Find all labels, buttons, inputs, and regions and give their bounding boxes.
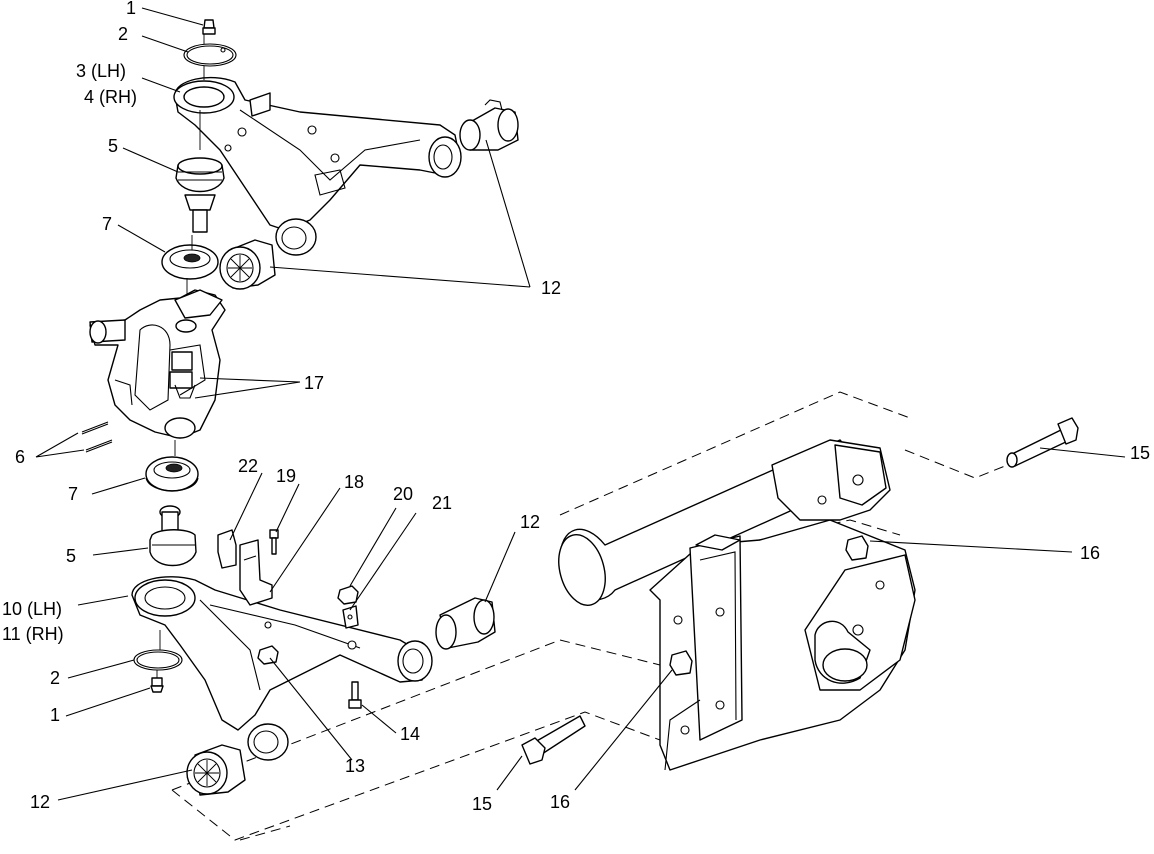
vehicle-frame (558, 439, 916, 771)
callout-21: 21 (432, 493, 452, 513)
callout-10-lh: 10 (LH) (2, 599, 62, 619)
callout-labels: 1 2 3 (LH) 4 (RH) 5 7 12 17 6 7 22 19 18… (2, 0, 1150, 814)
leader-lines (35, 7, 1126, 801)
callout-2-lower: 2 (50, 668, 60, 688)
callout-14: 14 (400, 724, 420, 744)
steering-knuckle (89, 289, 226, 439)
callout-3-lh: 3 (LH) (76, 61, 126, 81)
upper-front-bushing (219, 239, 276, 290)
lower-rear-bushing (435, 597, 496, 650)
bracket-21 (342, 605, 359, 629)
lower-control-arm (131, 576, 433, 761)
callout-12-upper: 12 (541, 278, 561, 298)
cotter-pins (81, 421, 113, 453)
callout-16-lower: 16 (550, 792, 570, 812)
callout-17: 17 (304, 373, 324, 393)
upper-bolt-15 (1006, 417, 1079, 468)
callout-5-lower: 5 (66, 546, 76, 566)
upper-dust-boot (161, 244, 219, 280)
callout-19: 19 (276, 466, 296, 486)
bolt-14 (348, 681, 362, 709)
callout-11-rh: 11 (RH) (2, 624, 64, 644)
lower-dust-boot (145, 456, 199, 492)
callout-1-lower: 1 (50, 705, 60, 725)
upper-snap-ring (183, 43, 237, 67)
upper-nut-16 (845, 535, 869, 561)
clip-22 (217, 529, 237, 569)
bolt-19 (269, 529, 279, 555)
callout-7-upper: 7 (102, 214, 112, 234)
callout-6: 6 (15, 447, 25, 467)
lower-front-bushing (186, 744, 246, 796)
nut-13 (257, 645, 279, 665)
lower-ball-joint (149, 505, 197, 567)
nut-20 (337, 585, 359, 605)
callout-2-upper: 2 (118, 24, 128, 44)
lower-grease-fitting (150, 677, 164, 693)
upper-ball-joint (175, 157, 225, 233)
sensor-bracket (239, 539, 273, 606)
callout-4-rh: 4 (RH) (84, 87, 137, 107)
upper-rear-bushing (459, 99, 519, 151)
callout-1-upper: 1 (126, 0, 136, 18)
upper-control-arm (173, 76, 462, 256)
callout-12-lower-front: 12 (30, 792, 50, 812)
callout-12-lower-rear: 12 (520, 512, 540, 532)
callout-16-upper: 16 (1080, 543, 1100, 563)
lower-snap-ring (133, 649, 183, 671)
lower-nut-16 (669, 650, 693, 676)
callout-22: 22 (238, 456, 258, 476)
callout-15-lower: 15 (472, 794, 492, 814)
lower-bolt-15 (521, 715, 586, 765)
callout-5-upper: 5 (108, 136, 118, 156)
callout-15-upper: 15 (1130, 443, 1150, 463)
callout-7-lower: 7 (68, 484, 78, 504)
callout-18: 18 (344, 472, 364, 492)
callout-20: 20 (393, 484, 413, 504)
callout-13: 13 (345, 756, 365, 776)
upper-grease-fitting (202, 19, 216, 35)
